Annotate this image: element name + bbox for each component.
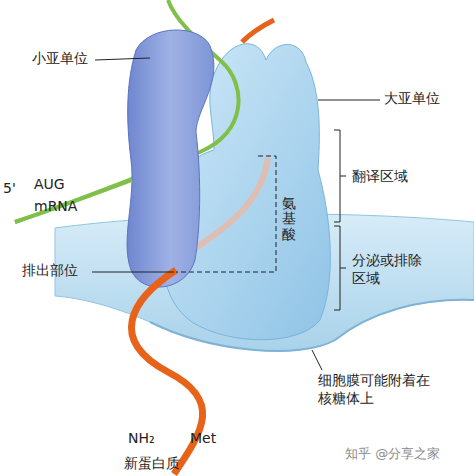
leader-line xyxy=(92,272,174,273)
mrna-tail xyxy=(15,180,132,222)
dashed-bracket xyxy=(176,156,276,272)
region-label: 分泌或排除区域 xyxy=(352,252,422,287)
leader-line xyxy=(318,100,380,101)
region-label: 氨基酸 xyxy=(282,196,296,242)
watermark: 知乎 @分享之家 xyxy=(345,446,440,462)
part-label: 新蛋白质 xyxy=(124,455,180,473)
leader-line xyxy=(95,58,150,60)
mrna-strand xyxy=(15,0,239,222)
molecule-label: mRNA xyxy=(34,198,77,216)
part-label: 大亚单位 xyxy=(384,90,440,108)
part-label: 小亚单位 xyxy=(32,50,88,68)
codon-label: AUG xyxy=(34,176,65,194)
terminus-label: NH₂ xyxy=(128,430,155,448)
part-label: 排出部位 xyxy=(22,262,78,280)
leader-line xyxy=(312,350,322,370)
bracket xyxy=(334,226,346,310)
small-subunit xyxy=(127,30,214,287)
amino-acid-label: Met xyxy=(190,430,216,448)
region-label: 翻译区域 xyxy=(352,168,408,186)
strand-end-label: 5' xyxy=(3,180,16,198)
polypeptide-top xyxy=(242,20,274,42)
bracket xyxy=(334,130,346,222)
note-label: 细胞膜可能附着在核糖体上 xyxy=(318,372,430,407)
